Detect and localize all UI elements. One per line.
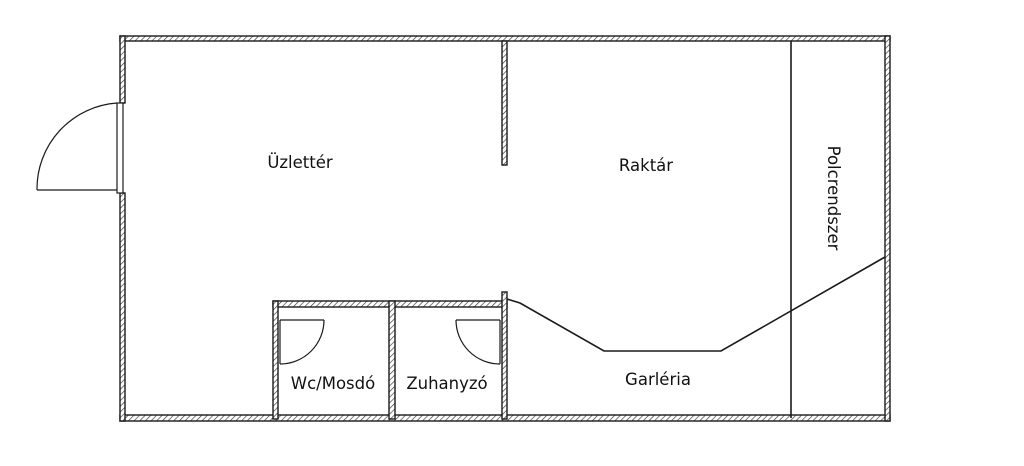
shower-door <box>455 319 501 365</box>
room-label-shop: Üzlettér <box>267 153 333 172</box>
wc-door <box>279 319 325 365</box>
wall-top <box>119 35 891 42</box>
wall-left-lower <box>119 192 126 422</box>
wall-right <box>884 35 891 422</box>
wall-left-upper <box>119 35 126 104</box>
room-label-shower: Zuhanyzó <box>406 374 487 393</box>
partition-upper <box>501 40 508 166</box>
room-label-shelving: Polcrendszer <box>824 146 843 251</box>
entrance-door-leaf <box>116 102 124 194</box>
room-label-storage: Raktár <box>619 156 673 175</box>
wc-shower-wall <box>388 300 396 420</box>
room-label-gallery: Garléria <box>625 370 691 389</box>
bathroom-walls <box>272 291 508 420</box>
shower-right-wall <box>501 291 508 420</box>
wc-door-swing <box>279 319 325 365</box>
shower-door-swing <box>455 319 501 365</box>
entrance-door-swing <box>36 102 118 191</box>
wc-left-wall <box>272 300 279 420</box>
entrance-door <box>36 102 124 194</box>
gallery-outline <box>506 256 886 352</box>
room-label-wc: Wc/Mosdó <box>291 374 375 393</box>
